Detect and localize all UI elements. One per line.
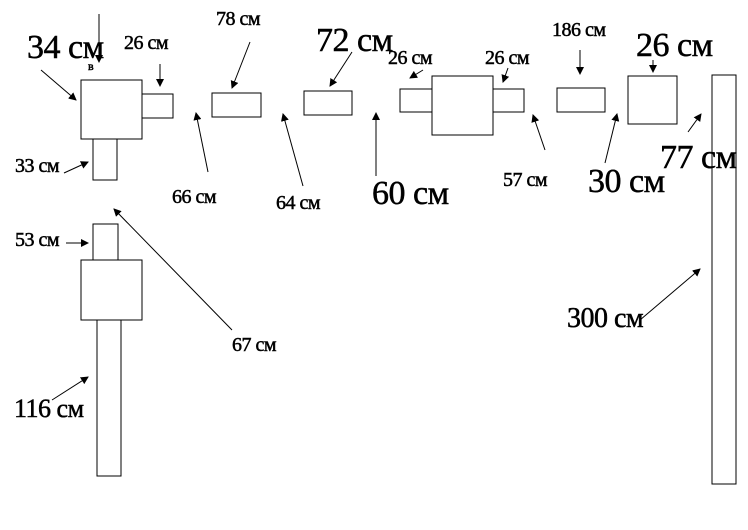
chair-1 [92, 138, 118, 181]
label-116: 116 см [14, 394, 84, 423]
arrow-26c [501, 67, 510, 83]
label-186: 186 см [552, 19, 606, 41]
label-33: 33 см [15, 155, 60, 177]
arrow-77 [687, 113, 702, 133]
label-60: 60 см [372, 175, 449, 212]
label-26c: 26 см [485, 47, 530, 69]
arrow-30 [604, 113, 620, 164]
rect-186 [556, 87, 606, 113]
arrow-66 [193, 112, 209, 173]
label-26d: 26 см [636, 27, 713, 64]
label-72: 72 см [316, 22, 393, 59]
side-piece-1 [141, 93, 174, 119]
table-square-1 [80, 79, 143, 140]
table-square-3 [80, 259, 143, 321]
arrow-67 [113, 208, 233, 331]
label-53: 53 см [15, 229, 60, 251]
label-67: 67 см [232, 334, 277, 356]
table-square-2 [431, 75, 494, 136]
arrow-33 [63, 161, 89, 174]
label-26a: 26 см [124, 32, 169, 54]
small-block-53 [92, 223, 119, 261]
arrow-34-diag [40, 69, 77, 101]
arrow-78 [230, 41, 251, 89]
label-64: 64 см [276, 192, 321, 214]
label-34-subscript: в [88, 59, 94, 73]
rect-72 [303, 90, 353, 116]
arrow-64 [281, 113, 304, 187]
square-26 [627, 75, 678, 125]
label-57: 57 см [503, 169, 548, 191]
arrow-116 [51, 376, 89, 401]
side-piece-2 [399, 88, 433, 113]
arrow-57 [531, 114, 546, 151]
label-26b: 26 см [388, 47, 433, 69]
rect-78 [211, 92, 262, 118]
label-66: 66 см [172, 186, 217, 208]
label-77: 77 см [660, 139, 737, 176]
label-78: 78 см [216, 8, 261, 30]
tall-bar-300 [711, 74, 737, 485]
long-bar-116 [96, 319, 122, 477]
side-piece-3 [492, 88, 525, 113]
arrow-26b [409, 69, 424, 79]
label-30: 30 см [588, 163, 665, 200]
label-300: 300 см [567, 303, 644, 334]
arrow-300 [639, 268, 701, 321]
label-34: 34 см [27, 29, 104, 66]
arrow-72 [329, 51, 353, 87]
